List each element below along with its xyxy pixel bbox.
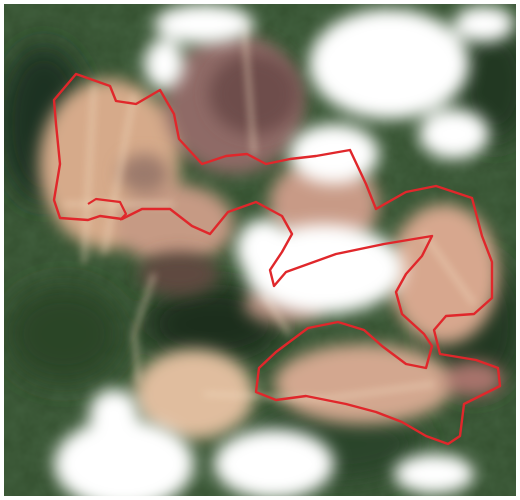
dirt-roads <box>64 23 476 401</box>
satellite-image <box>4 4 516 496</box>
region-outline-inner <box>87 197 128 221</box>
region-outline <box>52 72 502 446</box>
satellite-scene <box>4 4 516 496</box>
dark-soil <box>119 54 299 296</box>
